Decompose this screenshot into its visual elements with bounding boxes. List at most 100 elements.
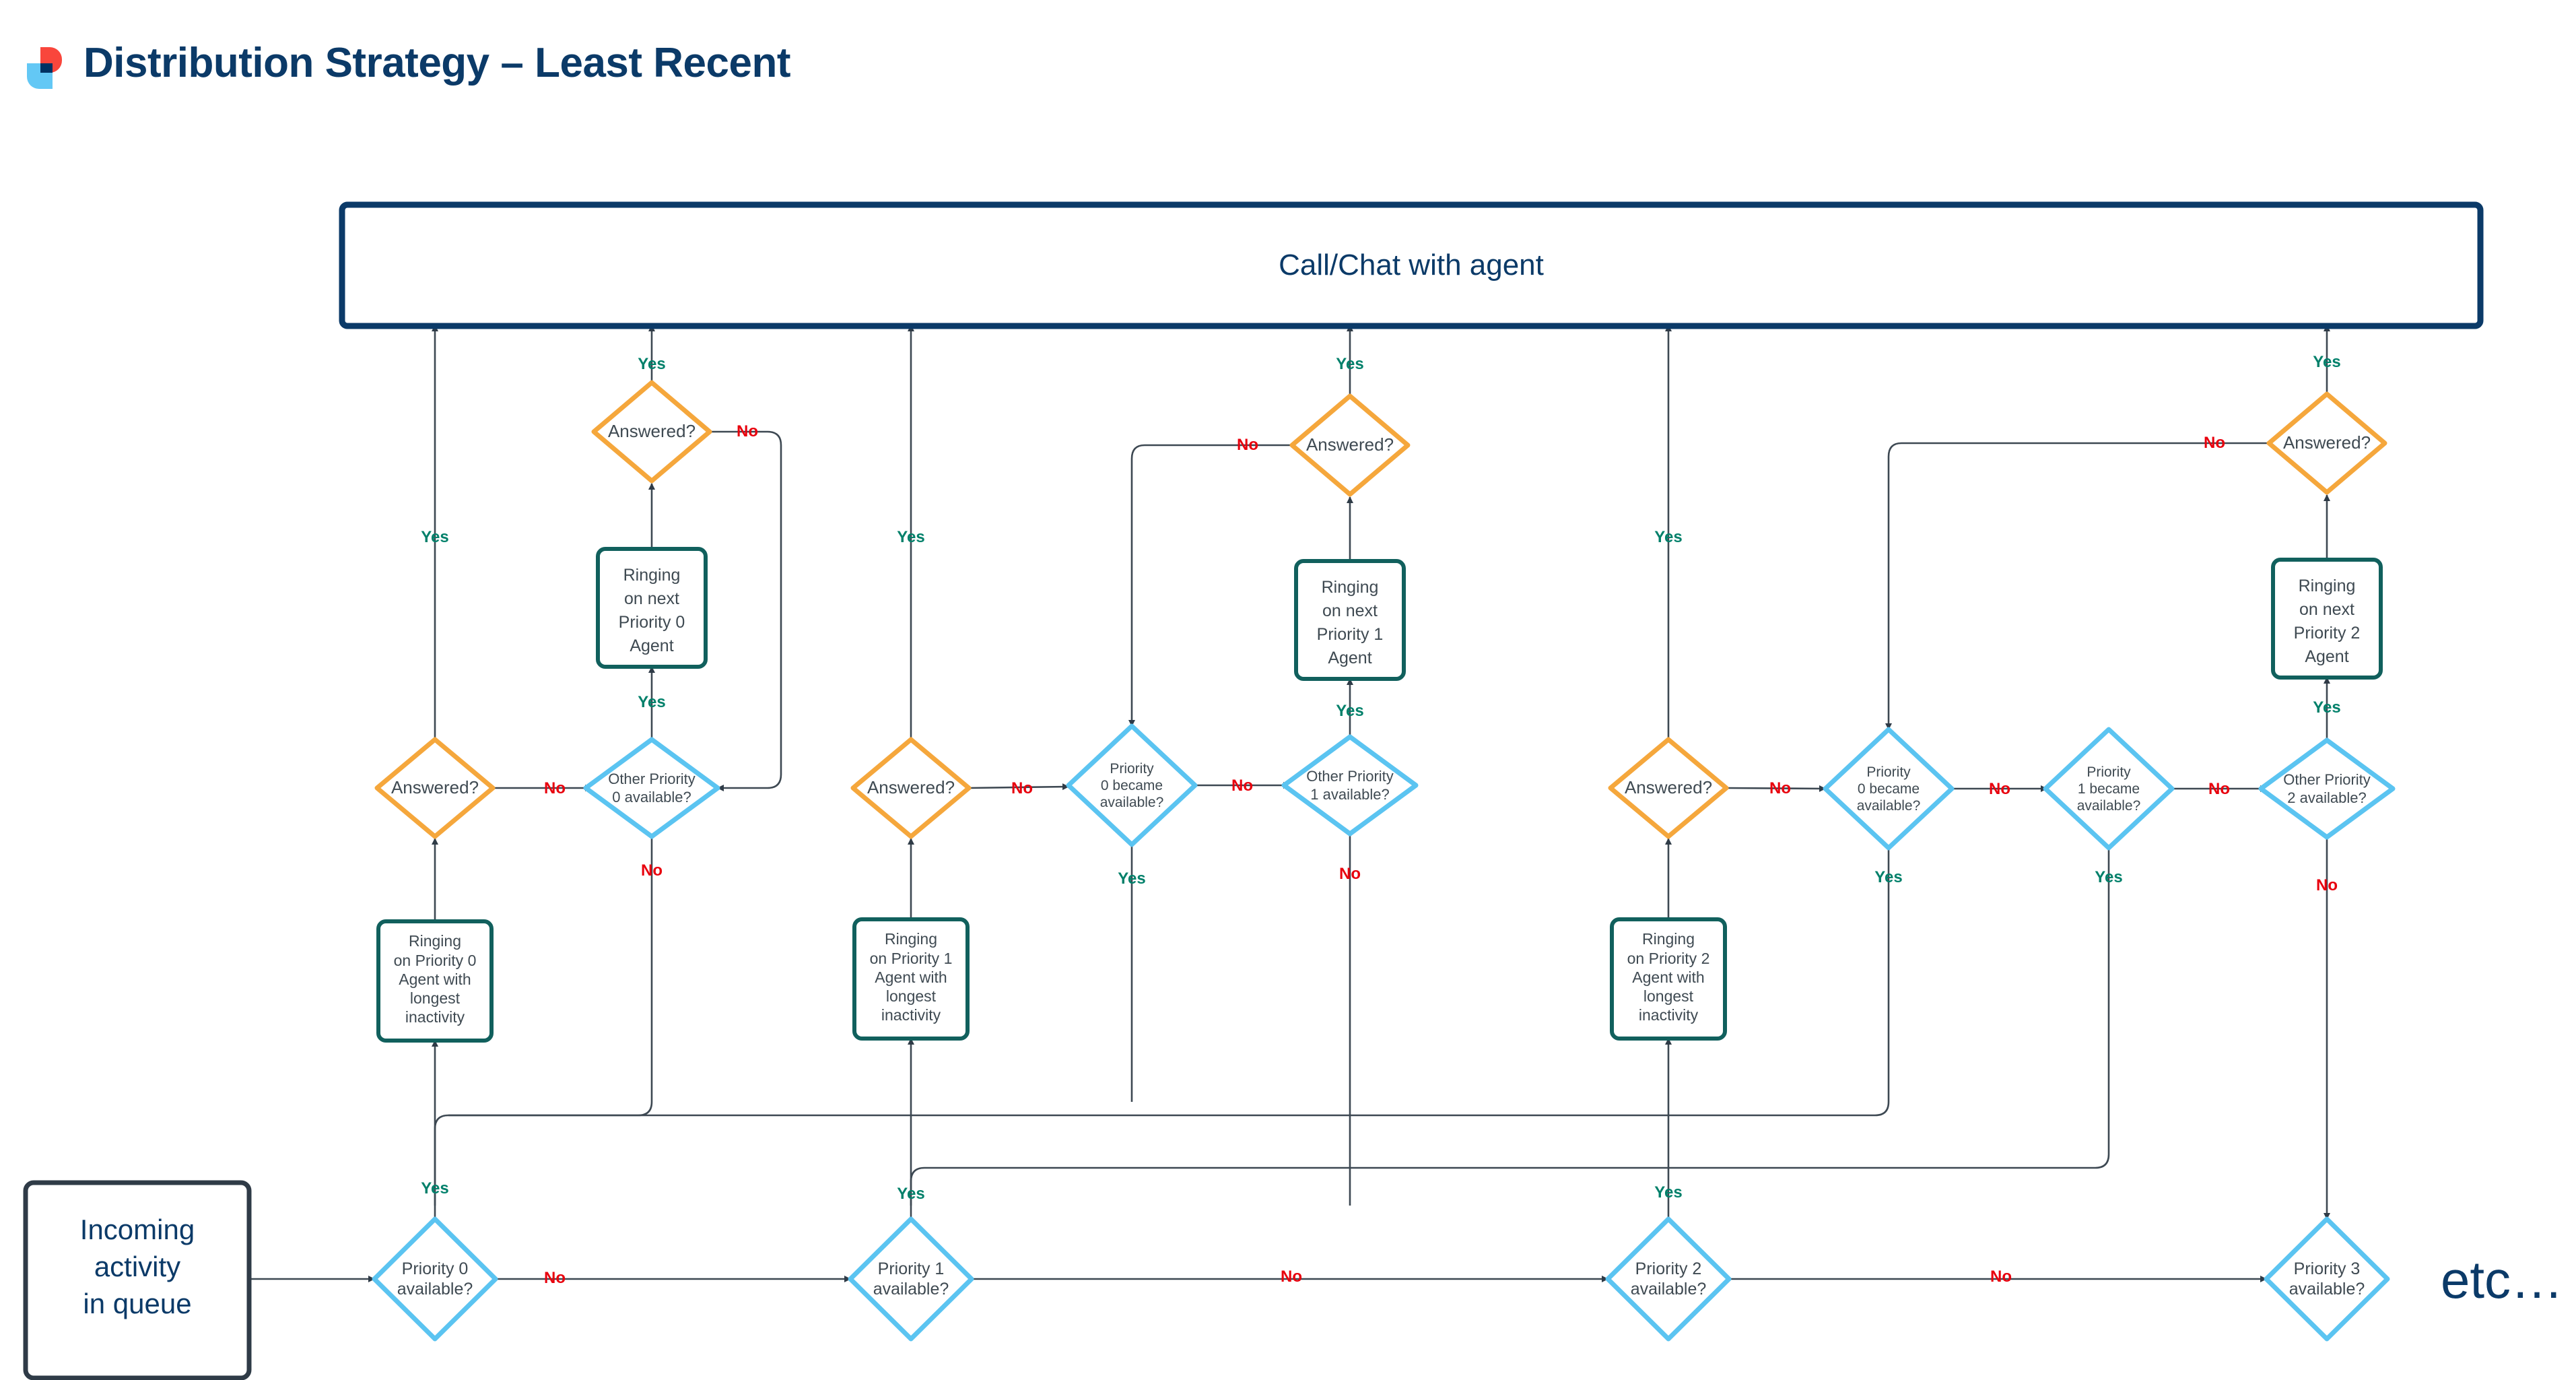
- page-title: Distribution Strategy – Least Recent: [83, 40, 791, 86]
- svg-text:available?: available?: [873, 1280, 949, 1299]
- edge-label-yes: Yes: [1654, 1183, 1682, 1202]
- svg-text:longest: longest: [1643, 987, 1694, 1005]
- node-other-priority-0-available[interactable]: Other Priority 0 available?: [583, 737, 720, 839]
- svg-text:longest: longest: [886, 987, 937, 1005]
- svg-text:inactivity: inactivity: [881, 1006, 941, 1024]
- edge-label-no: No: [1339, 865, 1361, 883]
- edge-label-yes: Yes: [1336, 355, 1363, 373]
- svg-text:inactivity: inactivity: [1639, 1006, 1699, 1024]
- svg-text:on next: on next: [2299, 600, 2354, 619]
- svg-text:Priority: Priority: [1866, 764, 1911, 780]
- edge-label-yes: Yes: [2313, 698, 2340, 717]
- edge-label-yes: Yes: [2095, 868, 2122, 886]
- svg-text:0 available?: 0 available?: [612, 789, 691, 806]
- edge-label-no: No: [1011, 779, 1033, 797]
- node-priority-1-available[interactable]: Priority 1 available?: [848, 1216, 974, 1342]
- edge-label-yes: Yes: [1118, 869, 1145, 888]
- node-label-line2: activity: [94, 1251, 180, 1282]
- svg-text:Agent: Agent: [630, 636, 673, 655]
- edge-label-no: No: [1990, 1268, 2012, 1286]
- node-priority-0-became-available-right[interactable]: Priority 0 became available?: [1823, 727, 1955, 851]
- node-answered-next-priority-0[interactable]: Answered?: [591, 380, 712, 484]
- edge-label-yes: Yes: [638, 355, 665, 373]
- node-label-line3: in queue: [83, 1288, 191, 1319]
- svg-text:0 became: 0 became: [1858, 781, 1920, 797]
- etc-note: etc…: [2441, 1250, 2564, 1309]
- node-ringing-priority-1-longest[interactable]: Ringing on Priority 1 Agent with longest…: [852, 917, 970, 1041]
- edge-label-no: No: [2316, 876, 2338, 894]
- svg-text:Agent with: Agent with: [399, 971, 471, 988]
- svg-text:available?: available?: [1631, 1280, 1707, 1299]
- svg-text:on Priority 0: on Priority 0: [394, 952, 477, 969]
- edge-label-no: No: [1769, 779, 1791, 797]
- node-ringing-next-priority-1[interactable]: Ringing on next Priority 1 Agent: [1294, 559, 1406, 681]
- node-label-line1: Incoming: [80, 1214, 195, 1245]
- node-ringing-next-priority-0[interactable]: Ringing on next Priority 0 Agent: [596, 547, 708, 669]
- node-priority-0-became-available-left[interactable]: Priority 0 became available?: [1066, 723, 1198, 847]
- node-ringing-next-priority-2[interactable]: Ringing on next Priority 2 Agent: [2271, 558, 2383, 680]
- svg-text:Priority 0: Priority 0: [402, 1259, 469, 1278]
- edge-label-yes: Yes: [1336, 702, 1363, 720]
- edge-label-yes: Yes: [897, 528, 924, 546]
- edge-label-yes: Yes: [897, 1185, 924, 1203]
- edge-label-no: No: [1237, 436, 1258, 454]
- svg-text:Priority 1: Priority 1: [878, 1259, 945, 1278]
- edge-label-no: No: [544, 779, 566, 797]
- node-incoming-activity-in-queue[interactable]: Incoming activity in queue: [23, 1180, 252, 1380]
- node-label: Call/Chat with agent: [1279, 249, 1544, 282]
- svg-text:available?: available?: [2077, 798, 2141, 814]
- node-priority-0-available[interactable]: Priority 0 available?: [372, 1216, 498, 1342]
- node-answered-priority-0[interactable]: Answered?: [374, 737, 496, 839]
- node-call-chat-with-agent[interactable]: Call/Chat with agent: [339, 201, 2484, 329]
- svg-text:Answered?: Answered?: [608, 421, 696, 441]
- node-ringing-priority-0-longest[interactable]: Ringing on Priority 0 Agent with longest…: [376, 919, 494, 1043]
- edge-label-yes: Yes: [638, 693, 665, 711]
- edge-label-no: No: [2204, 434, 2225, 452]
- page-header: Distribution Strategy – Least Recent: [0, 0, 2576, 155]
- svg-text:Priority 2: Priority 2: [1635, 1259, 1702, 1278]
- svg-text:longest: longest: [410, 989, 461, 1007]
- svg-text:on Priority 1: on Priority 1: [870, 950, 953, 967]
- svg-text:Priority 0: Priority 0: [619, 613, 685, 632]
- brand-logo-icon: [27, 47, 62, 89]
- svg-text:Priority: Priority: [1110, 761, 1154, 777]
- svg-text:on Priority 2: on Priority 2: [1627, 950, 1710, 967]
- svg-text:Answered?: Answered?: [867, 777, 955, 797]
- node-answered-priority-2[interactable]: Answered?: [1608, 737, 1729, 839]
- svg-text:available?: available?: [2289, 1280, 2365, 1299]
- svg-text:Other Priority: Other Priority: [1306, 768, 1394, 785]
- edge-label-no: No: [1231, 777, 1253, 795]
- node-priority-2-available[interactable]: Priority 2 available?: [1605, 1216, 1732, 1342]
- svg-text:inactivity: inactivity: [405, 1008, 465, 1026]
- svg-text:Answered?: Answered?: [1306, 434, 1394, 455]
- edge-label-yes: Yes: [421, 1179, 448, 1197]
- svg-text:Ringing: Ringing: [623, 566, 681, 585]
- edge-label-layer: Yes Yes Yes Yes Yes Yes Yes Yes Yes Yes …: [421, 353, 2340, 1287]
- node-priority-3-available[interactable]: Priority 3 available?: [2264, 1216, 2390, 1342]
- svg-text:Answered?: Answered?: [391, 777, 479, 797]
- node-ringing-priority-2-longest[interactable]: Ringing on Priority 2 Agent with longest…: [1610, 917, 1727, 1041]
- node-answered-priority-1[interactable]: Answered?: [850, 737, 972, 839]
- svg-text:Agent with: Agent with: [1632, 968, 1704, 986]
- node-other-priority-2-available[interactable]: Other Priority 2 available?: [2258, 737, 2396, 840]
- edge-label-yes: Yes: [1654, 528, 1682, 546]
- node-answered-next-priority-2[interactable]: Answered?: [2266, 391, 2387, 495]
- svg-text:Agent: Agent: [2305, 647, 2348, 666]
- svg-text:on next: on next: [1322, 601, 1378, 620]
- svg-text:0 became: 0 became: [1101, 778, 1163, 793]
- edge-label-no: No: [544, 1269, 566, 1287]
- svg-text:Priority 2: Priority 2: [2294, 624, 2361, 643]
- svg-text:Agent with: Agent with: [875, 968, 947, 986]
- svg-text:available?: available?: [397, 1280, 473, 1299]
- svg-text:Agent: Agent: [1328, 649, 1371, 667]
- node-priority-1-became-available[interactable]: Priority 1 became available?: [2043, 727, 2175, 851]
- svg-text:Ringing: Ringing: [1642, 930, 1695, 948]
- svg-text:Ringing: Ringing: [409, 932, 461, 950]
- svg-text:Other Priority: Other Priority: [608, 770, 696, 787]
- svg-text:Priority 3: Priority 3: [2294, 1259, 2361, 1278]
- svg-text:Ringing: Ringing: [1322, 578, 1379, 597]
- node-other-priority-1-available[interactable]: Other Priority 1 available?: [1281, 734, 1419, 836]
- node-answered-next-priority-1[interactable]: Answered?: [1289, 393, 1411, 497]
- svg-text:Priority: Priority: [2087, 764, 2131, 780]
